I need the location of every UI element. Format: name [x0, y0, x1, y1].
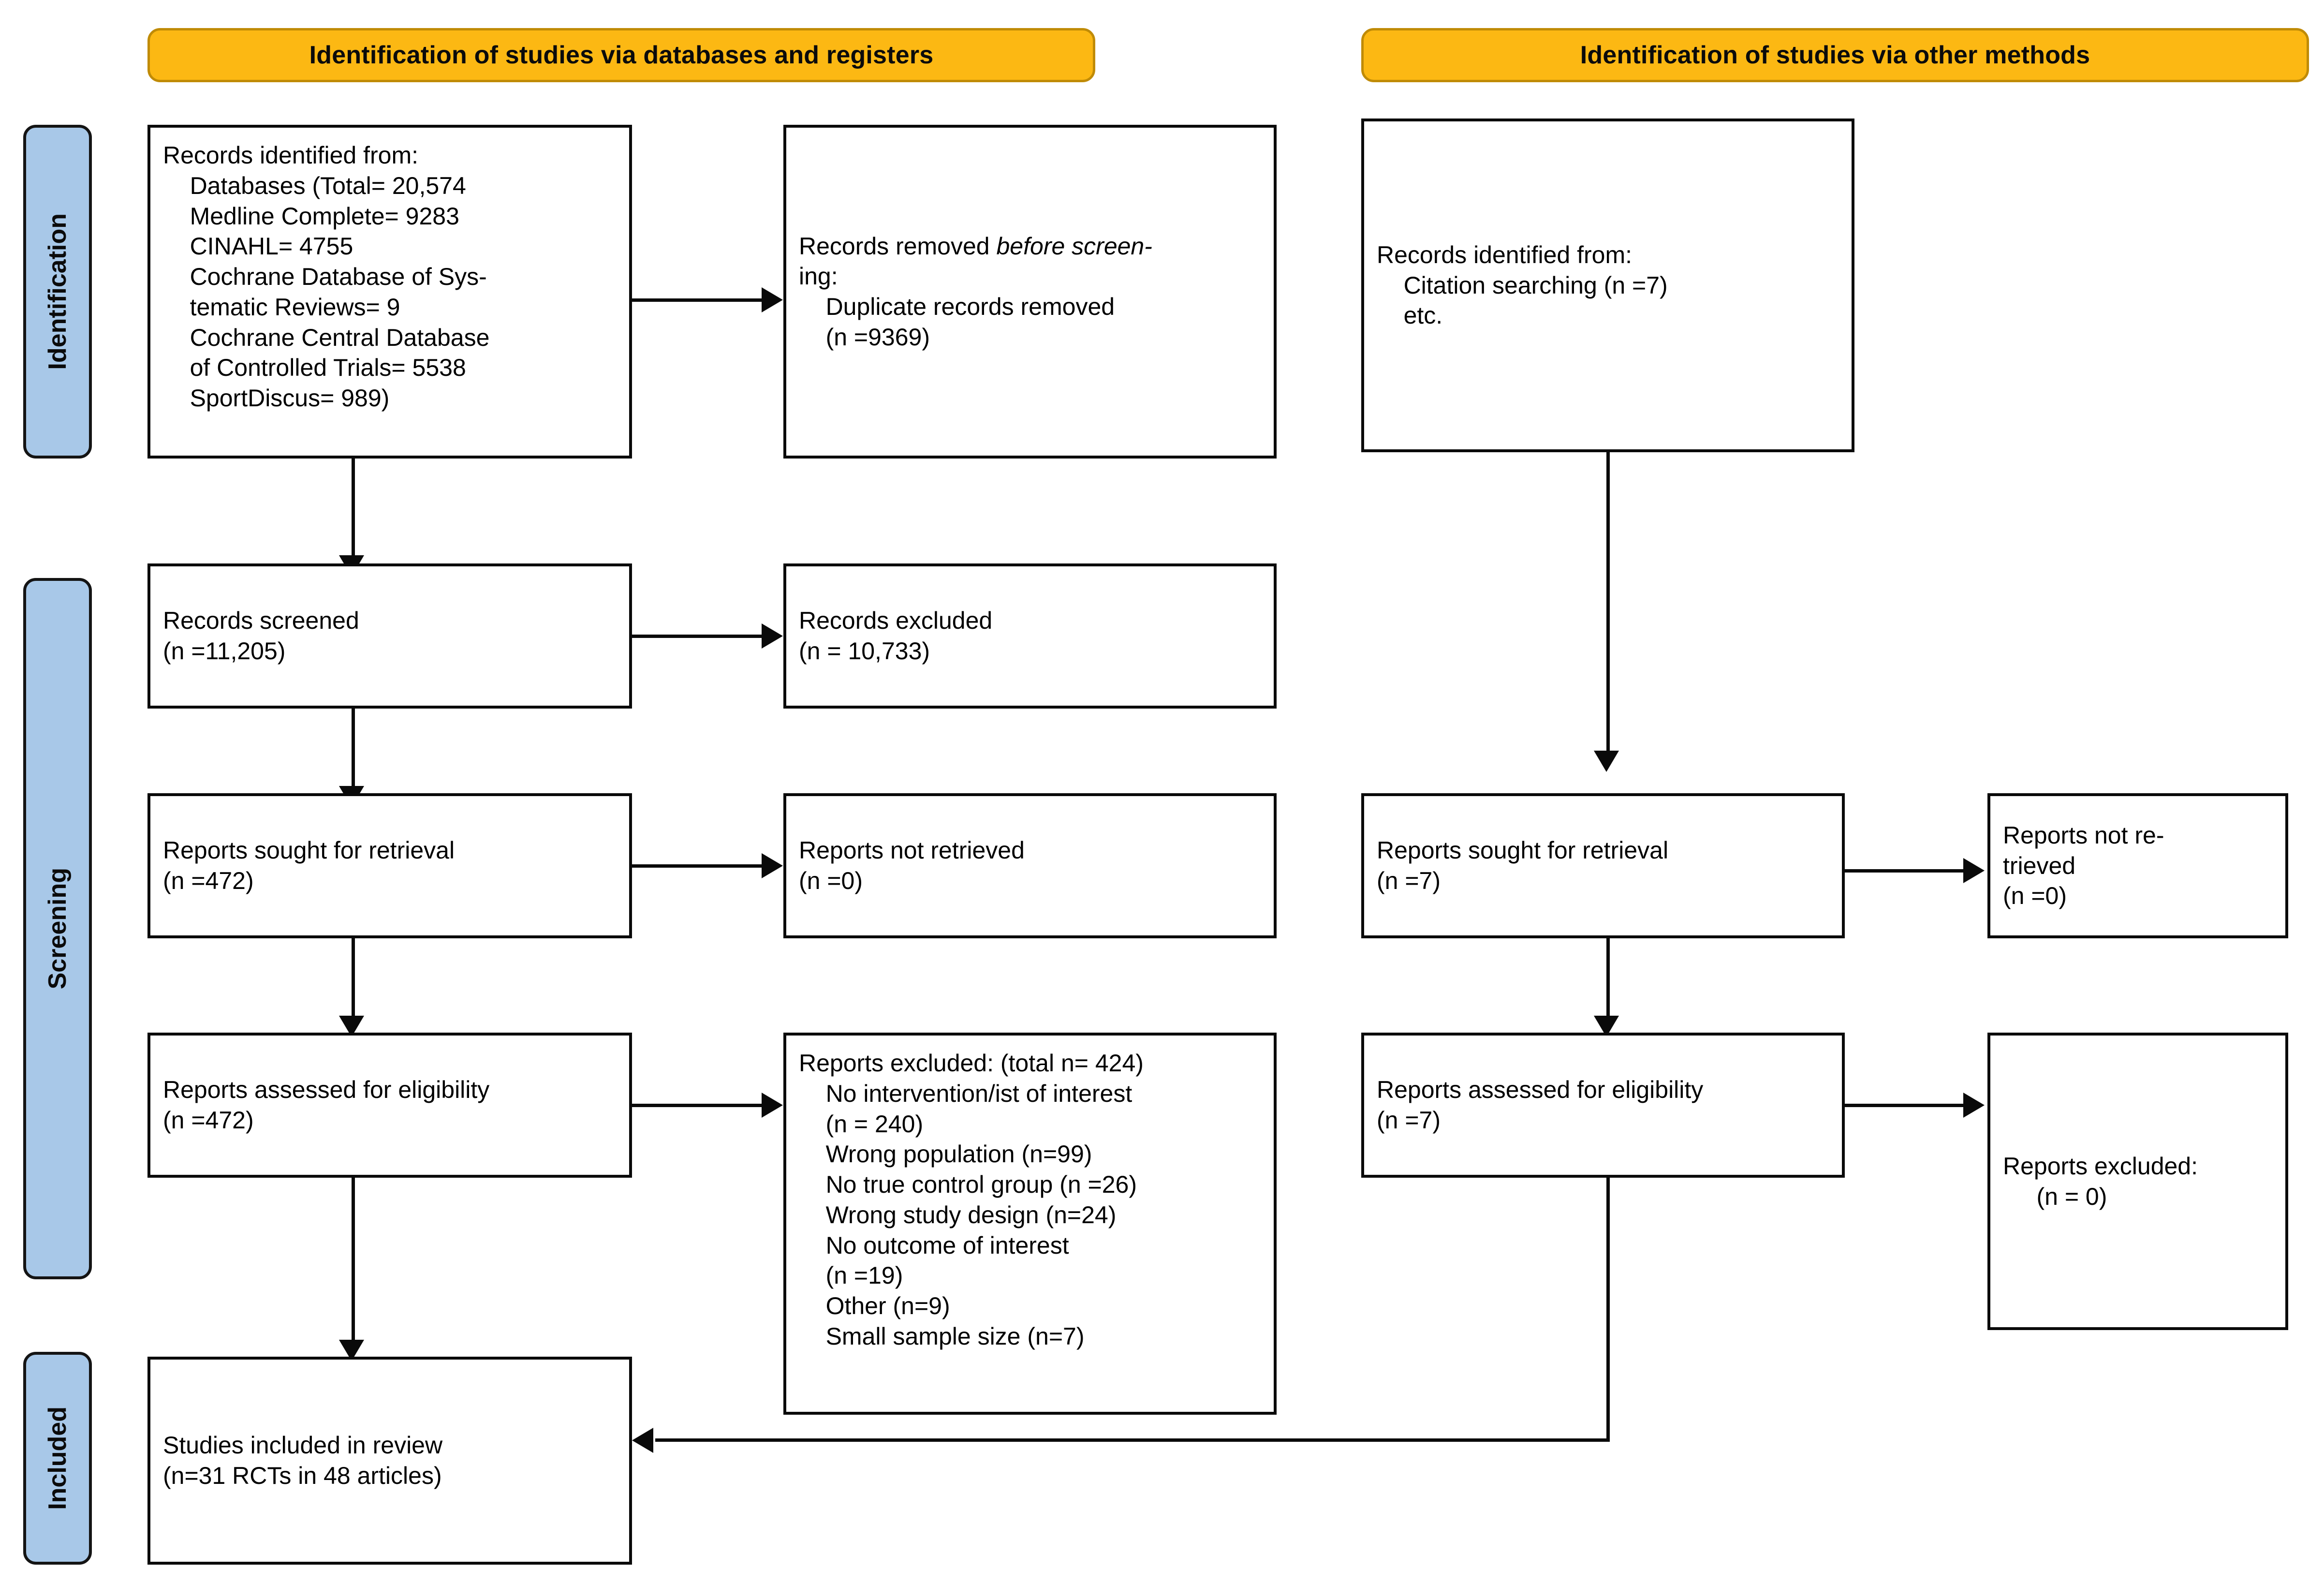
- box-reports-assessed-left-text: Reports assessed for eligibility (n =472…: [163, 1076, 490, 1134]
- records-removed-rest: ing: Duplicate records removed (n =9369): [799, 263, 1115, 351]
- connector-sought-to-assessed-right: [1606, 938, 1610, 1018]
- box-records-screened: Records screened (n =11,205): [147, 563, 632, 709]
- box-reports-excluded-detail-text: Reports excluded: (total n= 424) No inte…: [799, 1050, 1144, 1350]
- header-databases-registers: Identification of studies via databases …: [147, 28, 1095, 82]
- box-reports-excluded-detail: Reports excluded: (total n= 424) No inte…: [783, 1033, 1277, 1415]
- box-reports-sought-left: Reports sought for retrieval (n =472): [147, 793, 632, 938]
- box-records-identified-other-methods-text: Records identified from: Citation search…: [1377, 241, 1668, 329]
- header-databases-registers-label: Identification of studies via databases …: [309, 41, 934, 69]
- records-removed-prefix: Records removed: [799, 232, 997, 260]
- stage-label-identification: Identification: [23, 125, 92, 459]
- arrow-right-into-included: [632, 1428, 653, 1453]
- connector-sought-to-not-retrieved-left: [632, 864, 763, 868]
- box-records-excluded-text: Records excluded (n = 10,733): [799, 607, 993, 665]
- box-reports-assessed-left: Reports assessed for eligibility (n =472…: [147, 1033, 632, 1178]
- box-reports-excluded-right: Reports excluded: (n = 0): [1987, 1033, 2288, 1330]
- arrow-assessed-to-excluded-right: [1963, 1093, 1985, 1118]
- connector-right-down-to-included: [1606, 1178, 1610, 1441]
- box-reports-not-retrieved-right-text: Reports not re- trieved (n =0): [2003, 821, 2164, 910]
- connector-right-left-into-included: [655, 1438, 1610, 1442]
- arrow-sought-to-not-retrieved-left: [762, 853, 783, 878]
- stage-label-included: Included: [23, 1352, 92, 1565]
- box-reports-assessed-right: Reports assessed for eligibility (n =7): [1361, 1033, 1845, 1178]
- stage-label-included-text: Included: [44, 1406, 72, 1510]
- box-records-screened-text: Records screened (n =11,205): [163, 607, 359, 665]
- connector-other-to-reports-sought: [1606, 452, 1610, 753]
- arrow-identified-to-removed: [762, 287, 783, 312]
- connector-identified-to-screened: [352, 459, 355, 558]
- box-reports-excluded-right-text: Reports excluded: (n = 0): [2003, 1152, 2198, 1210]
- box-reports-assessed-right-text: Reports assessed for eligibility (n =7): [1377, 1076, 1704, 1134]
- box-studies-included: Studies included in review (n=31 RCTs in…: [147, 1357, 632, 1565]
- connector-screened-to-excluded: [632, 635, 763, 638]
- arrow-assessed-to-excluded-left: [762, 1093, 783, 1118]
- box-reports-sought-right-text: Reports sought for retrieval (n =7): [1377, 837, 1669, 894]
- stage-label-screening-text: Screening: [44, 868, 72, 990]
- arrow-sought-to-not-retrieved-right: [1963, 858, 1985, 883]
- stage-label-screening: Screening: [23, 578, 92, 1279]
- header-other-methods: Identification of studies via other meth…: [1361, 28, 2309, 82]
- box-reports-not-retrieved-right: Reports not re- trieved (n =0): [1987, 793, 2288, 938]
- header-other-methods-label: Identification of studies via other meth…: [1580, 41, 2090, 69]
- connector-sought-to-assessed-left: [352, 938, 355, 1018]
- box-records-identified-other-methods: Records identified from: Citation search…: [1361, 118, 1854, 452]
- box-records-removed-before-screening: Records removed before screen- ing: Dupl…: [783, 125, 1277, 459]
- arrow-other-to-reports-sought: [1594, 751, 1619, 772]
- connector-assessed-to-excluded-right: [1845, 1104, 1965, 1107]
- stage-label-identification-text: Identification: [44, 213, 72, 370]
- box-reports-not-retrieved-left-text: Reports not retrieved (n =0): [799, 837, 1025, 894]
- box-reports-sought-right: Reports sought for retrieval (n =7): [1361, 793, 1845, 938]
- connector-assessed-to-excluded-left: [632, 1104, 763, 1107]
- box-records-excluded: Records excluded (n = 10,733): [783, 563, 1277, 709]
- records-removed-italic: before screen-: [996, 232, 1152, 260]
- box-reports-not-retrieved-left: Reports not retrieved (n =0): [783, 793, 1277, 938]
- box-records-removed-before-screening-text: Records removed before screen- ing: Dupl…: [799, 231, 1152, 353]
- connector-sought-to-not-retrieved-right: [1845, 869, 1965, 873]
- connector-assessed-to-included: [352, 1178, 355, 1342]
- connector-screened-to-sought: [352, 709, 355, 788]
- box-studies-included-text: Studies included in review (n=31 RCTs in…: [163, 1432, 443, 1489]
- box-records-identified-databases-text: Records identified from: Databases (Tota…: [163, 142, 490, 412]
- connector-identified-to-removed: [632, 298, 763, 302]
- arrow-screened-to-excluded: [762, 623, 783, 649]
- box-reports-sought-left-text: Reports sought for retrieval (n =472): [163, 837, 455, 894]
- box-records-identified-databases: Records identified from: Databases (Tota…: [147, 125, 632, 459]
